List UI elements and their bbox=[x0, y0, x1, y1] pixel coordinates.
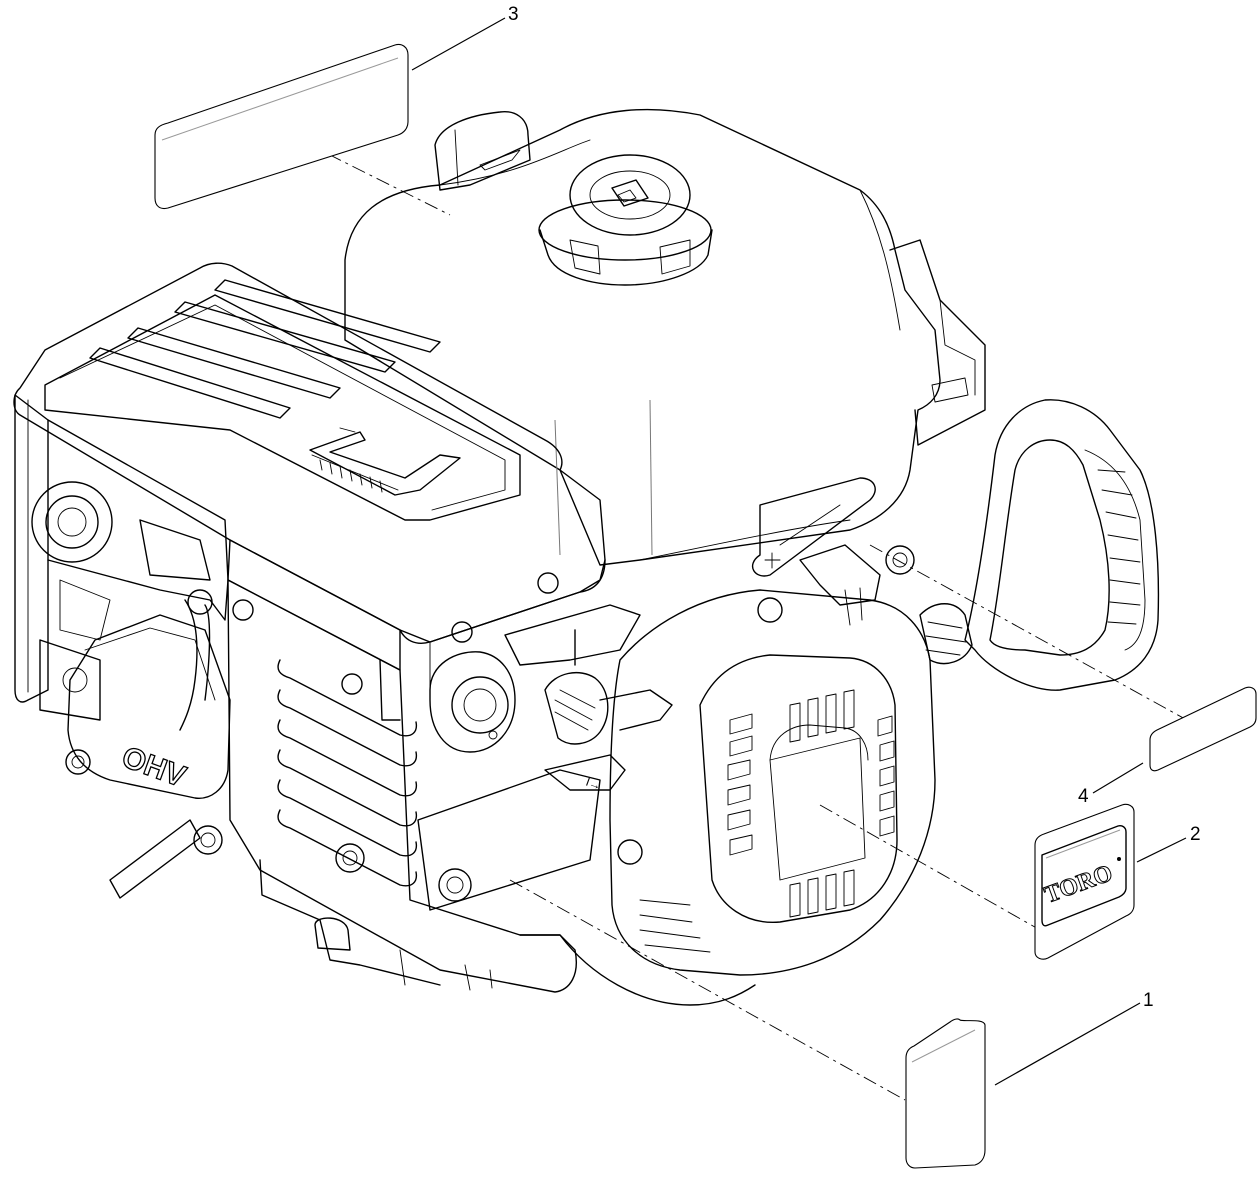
alignment-lines bbox=[279, 129, 1206, 1101]
engine-top-cover bbox=[13, 262, 606, 691]
fuel-cap bbox=[538, 154, 713, 286]
starter-handle bbox=[919, 399, 1160, 691]
callout-number: 1 bbox=[1143, 990, 1154, 1011]
engine-controls: I→ bbox=[429, 604, 673, 793]
svg-text:I→: I→ bbox=[584, 775, 603, 793]
dipstick bbox=[434, 111, 531, 191]
ohv-emboss: OHV bbox=[118, 741, 190, 794]
decal-1[interactable] bbox=[905, 1018, 986, 1169]
fuel-valve bbox=[751, 477, 915, 626]
fuel-tank bbox=[344, 108, 986, 566]
callout-2: 2 bbox=[1136, 824, 1201, 863]
decal-2[interactable]: TORO bbox=[1034, 803, 1135, 960]
callout-number: 2 bbox=[1190, 824, 1201, 845]
callout-3: 3 bbox=[411, 4, 519, 71]
engine-left-shroud bbox=[14, 394, 229, 721]
callout-number: 3 bbox=[508, 4, 519, 25]
callout-1: 1 bbox=[994, 990, 1154, 1086]
registered-mark bbox=[1117, 857, 1121, 861]
recoil-starter-cover bbox=[609, 589, 936, 976]
callout-4: 4 bbox=[1078, 762, 1144, 807]
decal-4[interactable] bbox=[1149, 686, 1257, 772]
engine-crankcase bbox=[227, 572, 756, 1006]
ohv-head-cover: OHV bbox=[65, 589, 231, 899]
callout-number: 4 bbox=[1078, 786, 1089, 807]
decal-3[interactable] bbox=[154, 43, 409, 210]
